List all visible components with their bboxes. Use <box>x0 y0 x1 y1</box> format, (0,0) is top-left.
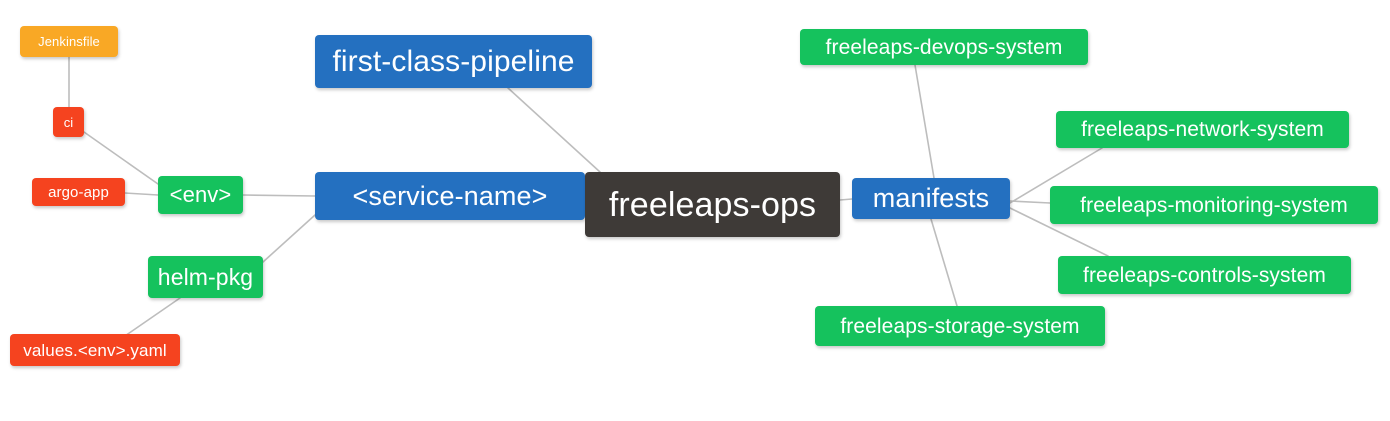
node-service-name[interactable]: <service-name> <box>315 172 585 220</box>
node-label-freeleaps-monitoring-system: freeleaps-monitoring-system <box>1080 193 1348 217</box>
node-freeleaps-ops[interactable]: freeleaps-ops <box>585 172 840 237</box>
node-label-freeleaps-network-system: freeleaps-network-system <box>1081 118 1324 141</box>
node-label-values-env-yaml: values.<env>.yaml <box>23 340 167 360</box>
node-freeleaps-devops-system[interactable]: freeleaps-devops-system <box>800 29 1088 65</box>
node-label-jenkinsfile: Jenkinsfile <box>38 34 100 49</box>
node-freeleaps-controls-system[interactable]: freeleaps-controls-system <box>1058 256 1351 294</box>
node-label-freeleaps-ops: freeleaps-ops <box>608 185 817 224</box>
node-label-freeleaps-devops-system: freeleaps-devops-system <box>825 35 1063 59</box>
node-label-first-class-pipeline: first-class-pipeline <box>332 44 575 78</box>
node-argo-app[interactable]: argo-app <box>32 178 125 206</box>
edge-first-class-pipeline-to-freeleaps-ops <box>507 87 601 173</box>
edge-argo-app-to-env <box>124 192 159 196</box>
node-label-env: <env> <box>169 182 232 207</box>
node-label-argo-app: argo-app <box>48 183 109 201</box>
node-label-helm-pkg: helm-pkg <box>157 263 254 290</box>
node-manifests[interactable]: manifests <box>852 178 1010 219</box>
node-freeleaps-network-system[interactable]: freeleaps-network-system <box>1056 111 1349 148</box>
node-label-freeleaps-storage-system: freeleaps-storage-system <box>840 314 1080 338</box>
edge-helm-pkg-to-values-env-yaml <box>121 297 181 339</box>
edge-manifests-to-freeleaps-monitoring-system <box>1009 200 1051 204</box>
node-helm-pkg[interactable]: helm-pkg <box>148 256 263 298</box>
node-ci[interactable]: ci <box>53 107 84 137</box>
edge-ci-to-env <box>83 131 159 185</box>
node-label-ci: ci <box>63 114 74 130</box>
edge-manifests-to-freeleaps-devops-system <box>914 64 935 179</box>
node-values-env-yaml[interactable]: values.<env>.yaml <box>10 334 180 366</box>
node-env[interactable]: <env> <box>158 176 243 214</box>
edge-env-to-service-name <box>242 194 316 197</box>
node-first-class-pipeline[interactable]: first-class-pipeline <box>315 35 592 88</box>
node-jenkinsfile[interactable]: Jenkinsfile <box>20 26 118 57</box>
node-freeleaps-storage-system[interactable]: freeleaps-storage-system <box>815 306 1105 346</box>
edge-manifests-to-freeleaps-storage-system <box>930 218 958 307</box>
node-label-manifests: manifests <box>872 183 990 213</box>
edge-freeleaps-ops-to-manifests <box>839 198 853 201</box>
node-freeleaps-monitoring-system[interactable]: freeleaps-monitoring-system <box>1050 186 1378 224</box>
edge-service-name-to-helm-pkg <box>262 214 316 263</box>
node-label-service-name: <service-name> <box>352 180 548 211</box>
node-label-freeleaps-controls-system: freeleaps-controls-system <box>1083 263 1326 287</box>
